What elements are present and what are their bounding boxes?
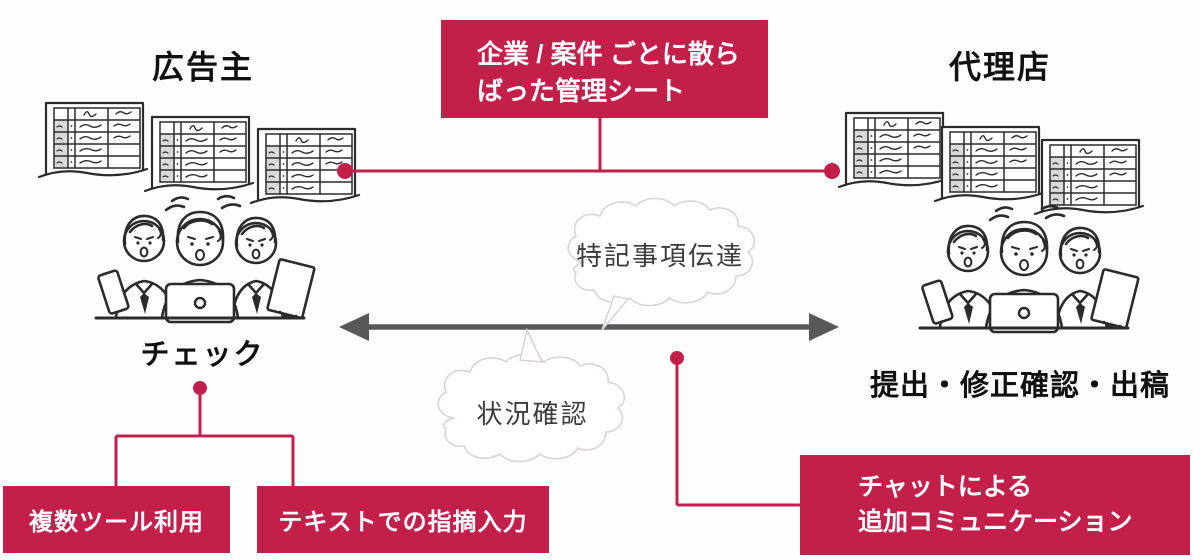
cloud-upper-label: 特記事項伝達 [575, 241, 744, 271]
advertiser-issue-box-1: 複数ツール利用 [3, 486, 230, 553]
agency-issue-line2: 追加コミュニケーション [858, 508, 1133, 536]
top-connector [337, 118, 840, 179]
connector-dot-right [824, 163, 840, 179]
cloud-upper [567, 197, 756, 331]
agency-issue-line1: チャットによる [858, 473, 1033, 501]
top-callout-line1: 企業 / 案件 ごとに散ら [477, 39, 740, 69]
double-arrow-icon [339, 313, 839, 341]
advertiser-spreadsheet-icons [37, 101, 361, 205]
cloud-lower-label: 状況確認 [476, 399, 589, 429]
top-callout-line2: ばった管理シート [477, 76, 686, 106]
agency-issue-box: チャットによる 追加コミュニケーション [800, 455, 1190, 555]
connector-dot-left [337, 163, 353, 179]
agency-team-icon [918, 204, 1141, 334]
advertiser-team-icon [94, 194, 317, 324]
agency-title: 代理店 [948, 49, 1051, 85]
agency-action-label: 提出・修正確認・出稿 [869, 370, 1170, 402]
advertiser-action-label: チェック [140, 339, 265, 371]
cloud-lower [437, 327, 626, 463]
agency-spreadsheet-icons [837, 111, 1145, 216]
agency-issue-connector [670, 351, 801, 507]
top-callout-box: 企業 / 案件 ごとに散ら ばった管理シート [441, 20, 768, 118]
advertiser-issues-connector [114, 381, 295, 487]
advertiser-title: 広告主 [151, 49, 254, 85]
advertiser-issue-box-2: テキストでの指摘入力 [257, 486, 549, 553]
